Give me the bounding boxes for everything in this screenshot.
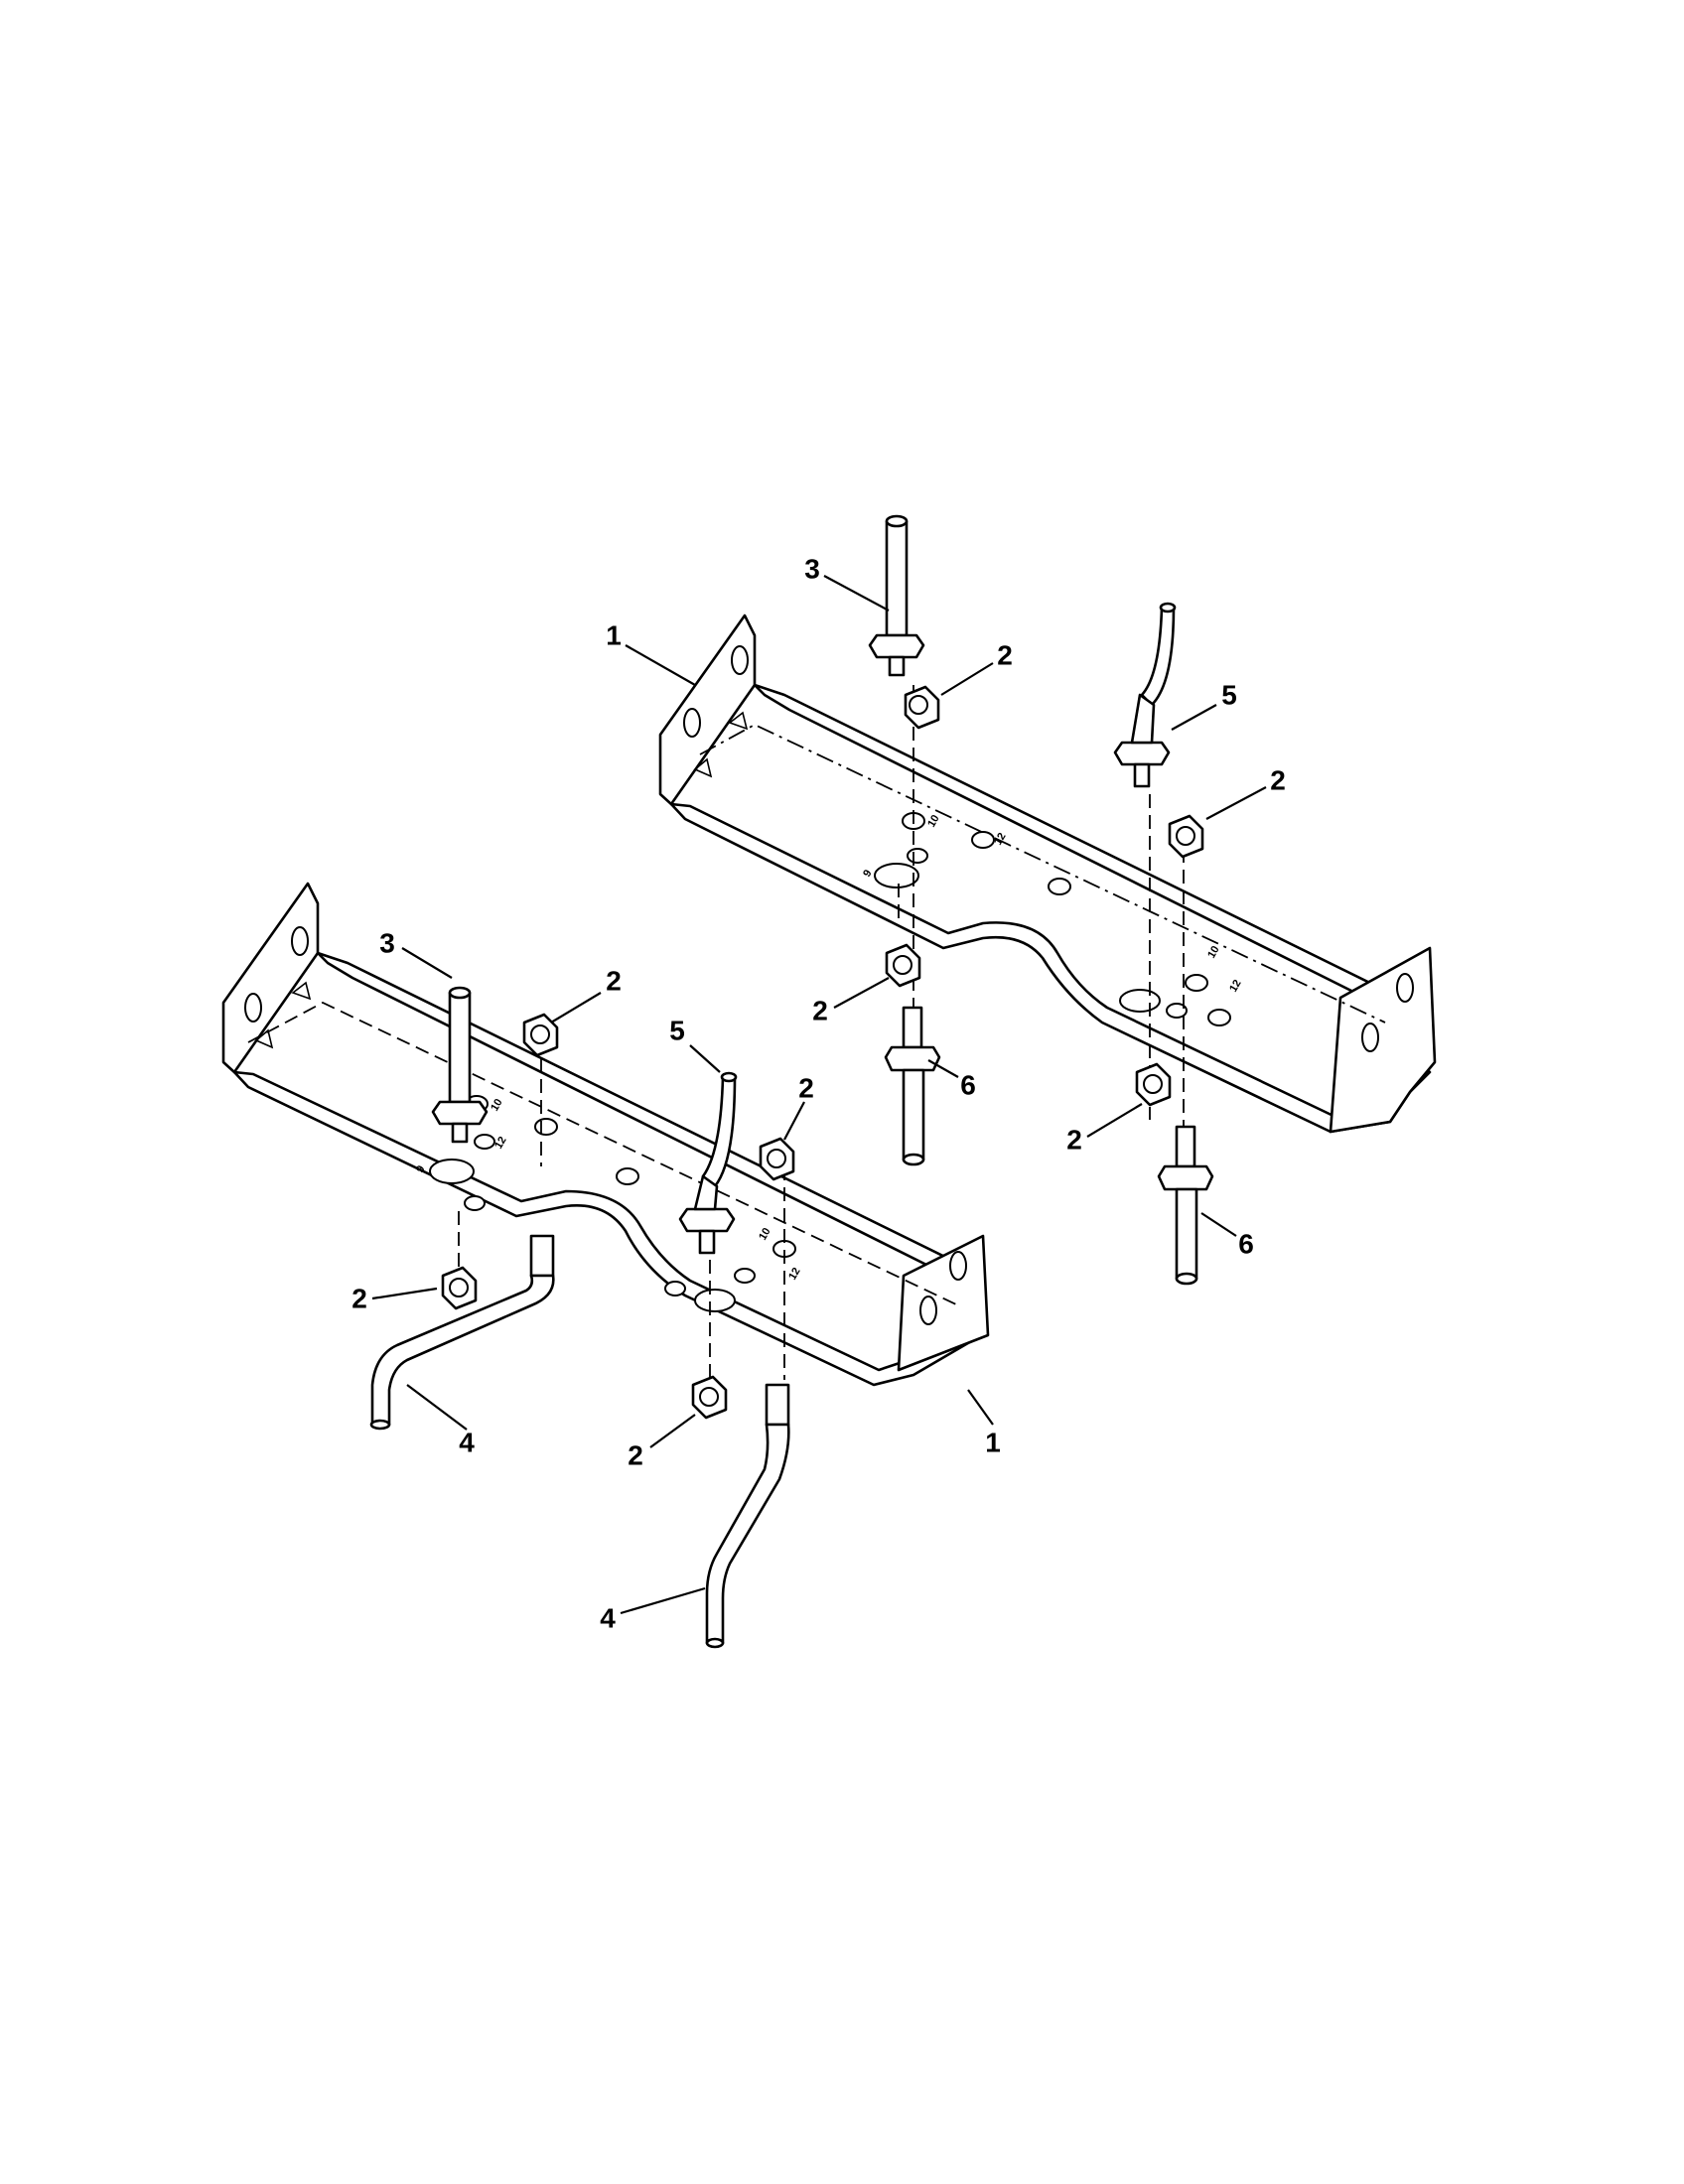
callout-upper-nut-bottom-right: 2 (1066, 1124, 1082, 1155)
svg-text:9: 9 (414, 1163, 427, 1174)
upper-nut-top (904, 685, 940, 730)
callout-lower-bracket: 1 (985, 1427, 1001, 1457)
svg-text:10: 10 (757, 1226, 773, 1243)
lower-nut-bottom-right (691, 1375, 728, 1420)
callout-upper-stud-right: 6 (1238, 1228, 1254, 1259)
callout-lower-bent-bolt: 5 (669, 1015, 685, 1045)
callout-upper-straight-bolt: 3 (804, 553, 820, 584)
svg-text:9: 9 (861, 868, 874, 879)
callout-upper-nut-top: 2 (997, 639, 1013, 670)
upper-nut-right (1168, 814, 1204, 859)
callout-upper-nut-bottom-left: 2 (812, 995, 828, 1025)
callout-lower-bent-rod-bottom: 4 (600, 1602, 616, 1633)
callout-lower-nut-top-left: 2 (606, 965, 622, 996)
callout-upper-nut-right: 2 (1270, 764, 1286, 795)
callout-upper-stud-left: 6 (960, 1069, 976, 1100)
callout-lower-bent-rod-left: 4 (459, 1427, 475, 1457)
svg-text:10: 10 (489, 1097, 505, 1114)
leader-lines (371, 575, 1267, 1615)
svg-text:12: 12 (492, 1135, 509, 1152)
lower-nut-top-left (522, 1013, 559, 1057)
callout-lower-straight-bolt: 3 (379, 927, 395, 958)
svg-text:12: 12 (1227, 978, 1244, 995)
upper-nut-bottom-left (885, 943, 921, 988)
callout-lower-nut-top-right: 2 (798, 1072, 814, 1103)
upper-stud-right (1157, 1125, 1214, 1286)
lower-bent-bolt (678, 1071, 738, 1255)
svg-text:12: 12 (786, 1266, 803, 1283)
upper-straight-bolt (868, 514, 925, 677)
svg-text:12: 12 (992, 831, 1009, 848)
upper-bent-bolt (1113, 602, 1177, 788)
svg-text:10: 10 (1205, 944, 1222, 961)
lower-nut-top-right (759, 1137, 795, 1181)
callout-upper-bent-bolt: 5 (1221, 679, 1237, 710)
lower-nut-bottom-left (441, 1266, 478, 1310)
upper-stud-left (884, 1006, 941, 1166)
callout-upper-bracket: 1 (606, 619, 622, 650)
upper-nut-bottom-right (1135, 1062, 1172, 1107)
svg-text:10: 10 (925, 813, 942, 830)
lower-straight-bolt (431, 986, 489, 1144)
lower-bent-rod-left (369, 1234, 555, 1431)
callout-lower-nut-bottom-left: 2 (351, 1283, 367, 1313)
upper-bracket: 10 12 9 10 12 (658, 614, 1437, 1134)
callout-lower-nut-bottom-right: 2 (628, 1439, 643, 1470)
lower-bent-rod-bottom (705, 1383, 790, 1649)
lower-bracket: 10 12 9 10 12 (221, 882, 990, 1387)
